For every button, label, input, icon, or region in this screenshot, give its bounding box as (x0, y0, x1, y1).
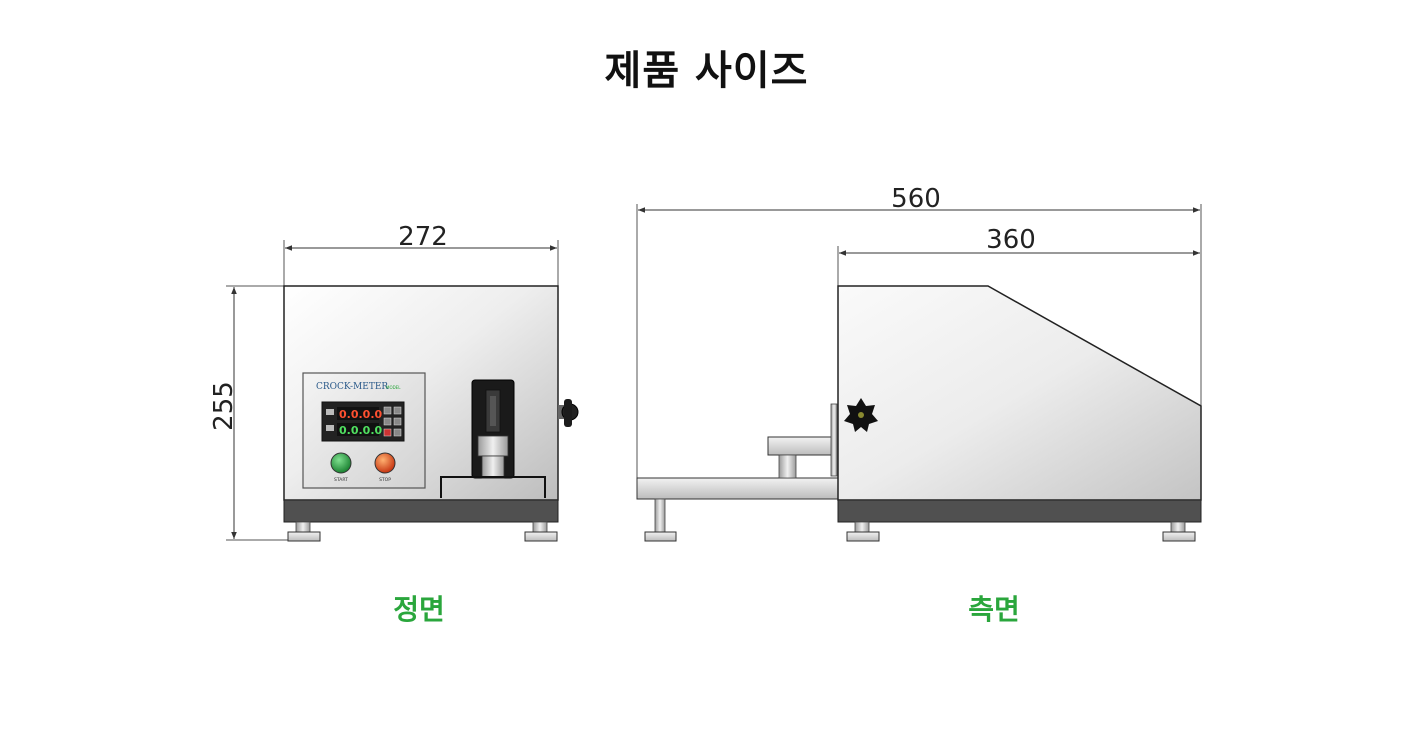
side-foot-right (1162, 521, 1196, 542)
side-foot-left (846, 521, 880, 542)
display-bottom-value: 0.0.0.0 (339, 424, 382, 437)
side-base (837, 499, 1202, 523)
front-width-dimension: 272 (283, 222, 559, 286)
display-top-value: 0.0.0.0 (339, 408, 382, 421)
front-height-label: 255 (209, 381, 239, 431)
stop-button (374, 452, 396, 474)
star-knob (844, 398, 878, 432)
side-total-length-dimension: 560 (636, 184, 1202, 478)
specimen-frame (440, 476, 546, 498)
front-view-label: 정면 (393, 593, 445, 626)
rubbing-head (471, 379, 515, 479)
specimen-table (636, 477, 839, 542)
front-height-dimension: 255 (209, 285, 300, 541)
front-foot-left (287, 521, 321, 542)
control-panel: CROCK-METER MODEL COUNTER TIMER 0.0.0.0 … (302, 372, 426, 489)
start-button (330, 452, 352, 474)
side-view-label: 측면 (968, 593, 1020, 626)
front-width-label: 272 (398, 222, 448, 252)
side-body-length-label: 360 (986, 225, 1036, 255)
front-base (283, 499, 559, 523)
side-body-length-dimension: 360 (837, 225, 1200, 286)
panel-model: MODEL (386, 385, 401, 390)
side-view: 560 360 (636, 184, 1202, 542)
front-foot-right (524, 521, 558, 542)
start-label: START (334, 477, 348, 483)
stop-label: STOP (379, 477, 391, 483)
side-knob (558, 399, 579, 427)
side-body (837, 285, 1202, 501)
panel-brand: CROCK-METER (316, 382, 388, 392)
rubbing-arm (767, 403, 838, 479)
front-view: 272 255 CROCK-METER MODEL COUNTER TIMER (209, 222, 579, 542)
page-title: 제품 사이즈 (604, 48, 809, 94)
side-total-length-label: 560 (891, 184, 941, 214)
